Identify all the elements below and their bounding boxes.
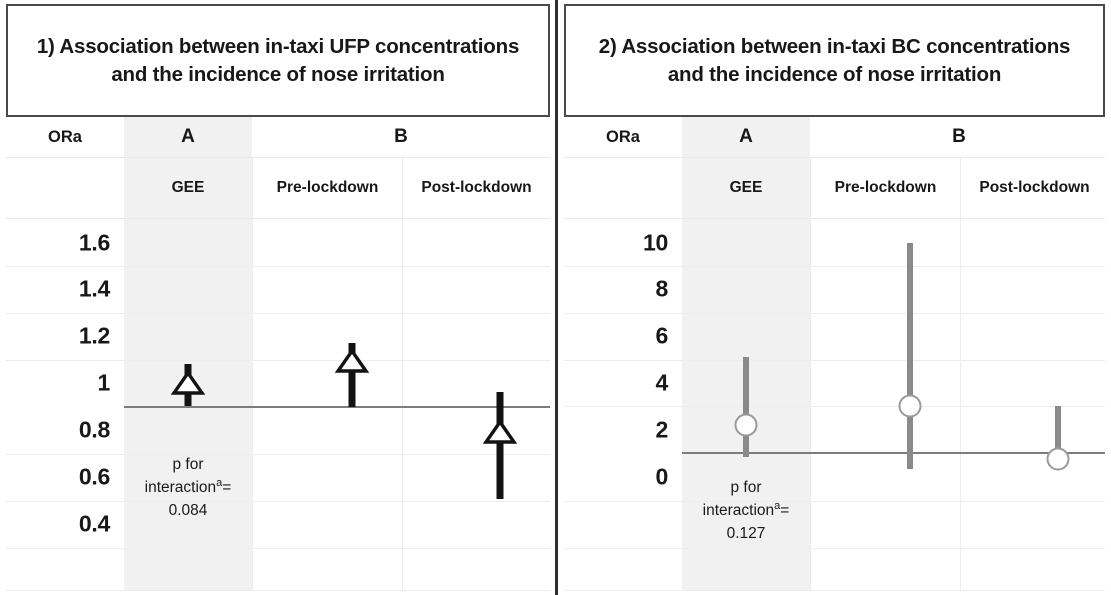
error-bar xyxy=(907,243,913,469)
panel-bc-header-spacer xyxy=(564,158,682,218)
panel-ufp-header-row-groups: ORa A B xyxy=(6,117,550,157)
panel-bc-column-pre-lockdown: Pre-lockdown xyxy=(810,158,960,218)
panel-bc-axis-label: ORa xyxy=(606,127,640,146)
y-tick-label: 0.6 xyxy=(78,463,110,490)
panel-ufp-band-pre xyxy=(252,219,402,591)
panel-ufp-group-b-label: B xyxy=(394,126,408,147)
panel-bc-plot-area: 10 8 6 4 2 0 xyxy=(564,219,1105,591)
panel-bc-grid: ORa A B GEE Pre-lockdown Post-lockdown xyxy=(564,117,1105,591)
panel-bc-column-post-lockdown: Post-lockdown xyxy=(960,158,1108,218)
panel-bc-title: 2) Association between in-taxi BC concen… xyxy=(598,35,1071,86)
panel-ufp-column-gee: GEE xyxy=(124,158,252,218)
panel-bc-band-post xyxy=(960,219,1108,591)
p-note-value: 0.127 xyxy=(726,525,766,543)
triangle-marker-icon xyxy=(334,348,370,374)
panel-bc-header-row-columns: GEE Pre-lockdown Post-lockdown xyxy=(564,157,1105,219)
panel-ufp-markers xyxy=(6,219,550,591)
panel-ufp-grid: ORa A B GEE Pre-lockdown Post-lockdown xyxy=(6,117,550,591)
circle-marker-icon xyxy=(898,394,922,418)
panel-ufp-axis-label: ORa xyxy=(48,127,82,146)
panel-ufp-y-axis: 1.6 1.4 1.2 1 0.8 0.6 0.4 xyxy=(6,219,124,591)
p-note-line2: interactiona= xyxy=(144,477,232,497)
y-tick-label: 1.6 xyxy=(78,229,110,256)
y-tick-label: 1.4 xyxy=(78,275,110,302)
panel-ufp-header-row-columns: GEE Pre-lockdown Post-lockdown xyxy=(6,157,550,219)
y-tick-label: 4 xyxy=(655,369,669,396)
panel-bc-group-b-label: B xyxy=(952,126,966,147)
y-tick-label: 10 xyxy=(643,229,668,256)
panel-ufp-title-box: 1) Association between in-taxi UFP conce… xyxy=(6,4,550,117)
error-bar xyxy=(348,343,356,407)
panel-bc-title-box: 2) Association between in-taxi BC concen… xyxy=(564,4,1105,117)
panel-bc-header-row-groups: ORa A B xyxy=(564,117,1105,157)
p-note-line1: p for xyxy=(730,479,762,496)
error-bar xyxy=(1055,406,1061,468)
y-tick-label: 2 xyxy=(655,416,669,443)
panel-ufp-title: 1) Association between in-taxi UFP conce… xyxy=(36,35,520,86)
panel-bc-column-gee: GEE xyxy=(682,158,810,218)
panel-ufp-p-interaction-note: p for interactiona= 0.084 xyxy=(124,454,252,523)
y-tick-label: 1 xyxy=(97,369,111,396)
panel-ufp-column-post-lockdown: Post-lockdown xyxy=(402,158,550,218)
error-bar xyxy=(743,357,749,457)
panel-bc-y-axis: 10 8 6 4 2 0 xyxy=(564,219,682,591)
panel-bc-group-a-label: A xyxy=(682,117,810,157)
p-note-value: 0.084 xyxy=(168,502,208,520)
circle-marker-icon xyxy=(734,413,758,437)
y-tick-label: 0.4 xyxy=(78,510,110,537)
panel-bc-band-pre xyxy=(810,219,960,591)
circle-marker-icon xyxy=(1046,447,1070,471)
y-tick-label: 8 xyxy=(655,275,669,302)
error-bar xyxy=(496,392,504,499)
p-note-line1: p for xyxy=(172,456,204,473)
triangle-marker-icon xyxy=(482,419,518,445)
p-note-line2: interactiona= xyxy=(702,500,790,520)
panel-bc-markers xyxy=(564,219,1105,591)
panel-ufp-band-post xyxy=(402,219,550,591)
panel-ufp-plot-area: 1.6 1.4 1.2 1 0.8 0.6 0.4 xyxy=(6,219,550,591)
y-tick-label: 0 xyxy=(655,463,669,490)
y-tick-label: 6 xyxy=(655,322,669,349)
y-tick-label: 0.8 xyxy=(78,416,110,443)
triangle-marker-icon xyxy=(170,370,206,396)
panel-ufp-header-spacer xyxy=(6,158,124,218)
panel-ufp-column-pre-lockdown: Pre-lockdown xyxy=(252,158,402,218)
panel-ufp-group-a-label: A xyxy=(124,117,252,157)
y-tick-label: 1.2 xyxy=(78,322,110,349)
panel-bc: 2) Association between in-taxi BC concen… xyxy=(555,0,1110,595)
panel-ufp: 1) Association between in-taxi UFP conce… xyxy=(0,0,555,595)
panel-bc-p-interaction-note: p for interactiona= 0.127 xyxy=(682,477,810,546)
